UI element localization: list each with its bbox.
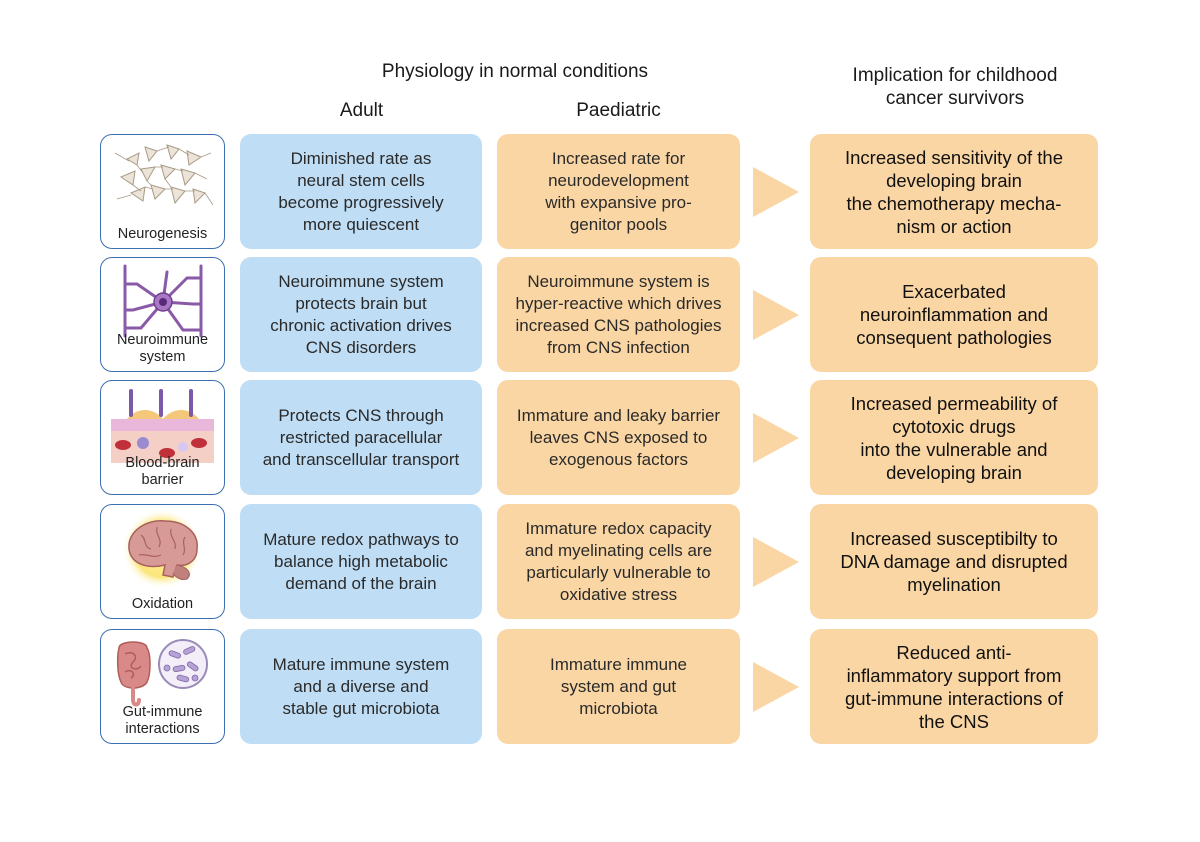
paediatric-text: Immature redox capacity and myelinating …: [524, 518, 713, 604]
paediatric-column-header: Paediatric: [576, 100, 661, 121]
implication-text: Reduced anti- inflammatory support from …: [845, 641, 1063, 732]
adult-cell: Neuroimmune system protects brain but ch…: [240, 257, 482, 372]
paediatric-cell: Immature redox capacity and myelinating …: [497, 504, 740, 619]
label-text: Neurogenesis: [117, 226, 208, 242]
label-text: Neuroimmune system: [116, 332, 209, 365]
adult-text: Mature redox pathways to balance high me…: [263, 529, 459, 593]
icon-label: Neuroimmune system: [101, 332, 224, 366]
gut-immune-tile: Gut-immune interactions: [100, 629, 225, 744]
paediatric-cell: Immature and leaky barrier leaves CNS ex…: [497, 380, 740, 495]
implication-text: Increased sensitivity of the developing …: [845, 146, 1063, 237]
gut-microbiota-icon: [116, 639, 208, 707]
label-text: Oxidation: [131, 596, 194, 612]
adult-cell: Protects CNS through restricted paracell…: [240, 380, 482, 495]
arrow-right-icon: [753, 662, 799, 712]
paediatric-text: Immature and leaky barrier leaves CNS ex…: [516, 405, 721, 469]
implication-cell: Exacerbated neuroinflammation and conseq…: [810, 257, 1098, 372]
row-neurogenesis: Neurogenesis Diminished rate as neural s…: [100, 134, 1100, 251]
arrow-right-icon: [753, 413, 799, 463]
implication-cell: Increased susceptibilty to DNA damage an…: [810, 504, 1098, 619]
blood-brain-barrier-icon: [111, 389, 214, 463]
paediatric-text: Increased rate for neurodevelopment with…: [545, 148, 692, 234]
adult-text: Diminished rate as neural stem cells bec…: [278, 148, 444, 234]
neurogenesis-tile: Neurogenesis: [100, 134, 225, 249]
row-gut-immune: Gut-immune interactions Mature immune sy…: [100, 629, 1100, 746]
adult-cell: Mature redox pathways to balance high me…: [240, 504, 482, 619]
neuroimmune-tile: Neuroimmune system: [100, 257, 225, 372]
neuroimmune-glia-icon: [123, 264, 203, 338]
arrow-right-icon: [753, 290, 799, 340]
paediatric-cell: Increased rate for neurodevelopment with…: [497, 134, 740, 249]
brain-oxidation-icon: [122, 509, 202, 587]
implication-cell: Increased permeability of cytotoxic drug…: [810, 380, 1098, 495]
adult-text: Mature immune system and a diverse and s…: [272, 654, 450, 718]
label-text: Blood-brain barrier: [125, 455, 200, 488]
oxidation-tile: Oxidation: [100, 504, 225, 619]
icon-label: Blood-brain barrier: [101, 455, 224, 489]
implication-cell: Increased sensitivity of the developing …: [810, 134, 1098, 249]
neurogenesis-cells-icon: [114, 144, 214, 206]
arrow-right-icon: [753, 167, 799, 217]
arrow-right-icon: [753, 537, 799, 587]
paediatric-text: Neuroimmune system is hyper-reactive whi…: [515, 271, 722, 357]
row-neuroimmune: Neuroimmune system Neuroimmune system pr…: [100, 257, 1100, 374]
paediatric-text: Immature immune system and gut microbiot…: [550, 654, 687, 718]
blood-brain-barrier-tile: Blood-brain barrier: [100, 380, 225, 495]
adult-text: Protects CNS through restricted paracell…: [262, 405, 460, 469]
paediatric-cell: Neuroimmune system is hyper-reactive whi…: [497, 257, 740, 372]
implication-cell: Reduced anti- inflammatory support from …: [810, 629, 1098, 744]
adult-column-header: Adult: [339, 100, 384, 121]
row-oxidation: Oxidation Mature redox pathways to balan…: [100, 504, 1100, 621]
icon-label: Neurogenesis: [101, 226, 224, 243]
implication-text: Increased permeability of cytotoxic drug…: [850, 392, 1058, 483]
label-text: Gut-immune interactions: [122, 704, 203, 737]
adult-cell: Mature immune system and a diverse and s…: [240, 629, 482, 744]
physiology-header: Physiology in normal conditions: [381, 61, 649, 82]
adult-cell: Diminished rate as neural stem cells bec…: [240, 134, 482, 249]
paediatric-cell: Immature immune system and gut microbiot…: [497, 629, 740, 744]
icon-label: Gut-immune interactions: [101, 704, 224, 738]
row-blood-brain-barrier: Blood-brain barrier Protects CNS through…: [100, 380, 1100, 497]
implication-header-text: Implication for childhood cancer survivo…: [852, 65, 1058, 109]
implication-text: Exacerbated neuroinflammation and conseq…: [856, 281, 1052, 348]
icon-label: Oxidation: [101, 596, 224, 613]
adult-text: Neuroimmune system protects brain but ch…: [270, 271, 452, 357]
implication-header: Implication for childhood cancer survivo…: [820, 64, 1090, 110]
implication-text: Increased susceptibilty to DNA damage an…: [840, 528, 1068, 595]
